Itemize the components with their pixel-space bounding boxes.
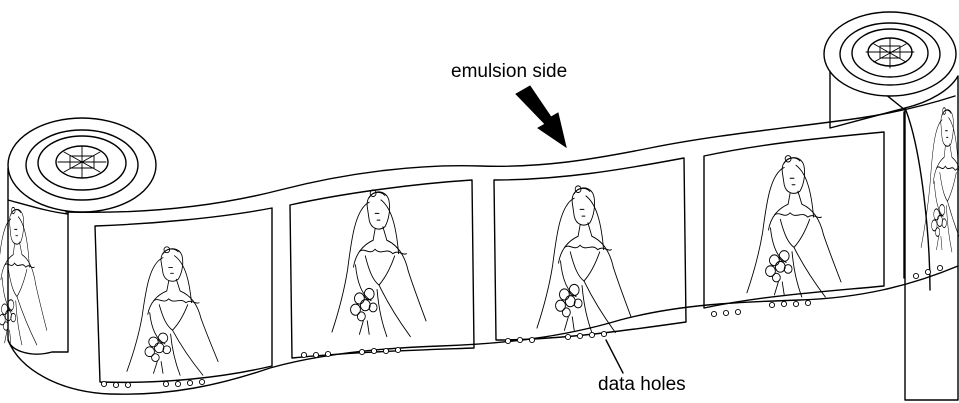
data-hole bbox=[504, 337, 512, 345]
data-hole bbox=[112, 381, 120, 389]
data-hole bbox=[912, 272, 920, 280]
data-hole bbox=[124, 381, 132, 389]
data-hole bbox=[734, 308, 742, 316]
data-hole bbox=[174, 380, 182, 388]
data-hole bbox=[768, 301, 776, 309]
data-hole bbox=[600, 330, 608, 338]
data-hole bbox=[804, 299, 812, 307]
film-frame-2 bbox=[289, 179, 475, 359]
data-hole bbox=[936, 264, 944, 272]
data-holes-label: data holes bbox=[598, 374, 686, 395]
film-frame-1 bbox=[94, 207, 273, 384]
data-hole bbox=[300, 351, 308, 359]
emulsion-side-label: emulsion side bbox=[451, 61, 568, 82]
data-hole bbox=[312, 351, 320, 359]
data-holes-row-5 bbox=[912, 264, 944, 280]
data-hole bbox=[564, 333, 572, 341]
film-frame-3 bbox=[493, 157, 687, 341]
downward-pointing-arrow-icon bbox=[515, 85, 567, 149]
data-hole bbox=[588, 331, 596, 339]
data-hole bbox=[394, 346, 402, 354]
data-holes-leader-line bbox=[605, 339, 624, 374]
data-holes-row-2 bbox=[300, 346, 402, 359]
left-film-spool bbox=[0, 117, 157, 355]
film-ribbon bbox=[7, 95, 959, 395]
data-hole bbox=[576, 332, 584, 340]
data-holes-row-3 bbox=[504, 330, 608, 345]
data-hole bbox=[780, 300, 788, 308]
data-hole bbox=[358, 348, 366, 356]
data-hole bbox=[198, 378, 206, 386]
data-hole bbox=[528, 336, 536, 344]
data-hole bbox=[924, 268, 932, 276]
data-hole bbox=[186, 379, 194, 387]
data-hole bbox=[382, 347, 390, 355]
data-hole bbox=[792, 300, 800, 308]
data-hole bbox=[370, 347, 378, 355]
data-hole bbox=[100, 380, 108, 388]
film-frame-5-partial bbox=[903, 107, 959, 279]
data-hole bbox=[324, 350, 332, 358]
data-hole bbox=[710, 310, 718, 318]
data-hole bbox=[722, 309, 730, 317]
data-holes-row-1 bbox=[100, 378, 206, 389]
data-hole bbox=[516, 336, 524, 344]
data-hole bbox=[162, 380, 170, 388]
film-frame-4 bbox=[703, 131, 885, 309]
data-holes-row-4 bbox=[710, 299, 812, 318]
